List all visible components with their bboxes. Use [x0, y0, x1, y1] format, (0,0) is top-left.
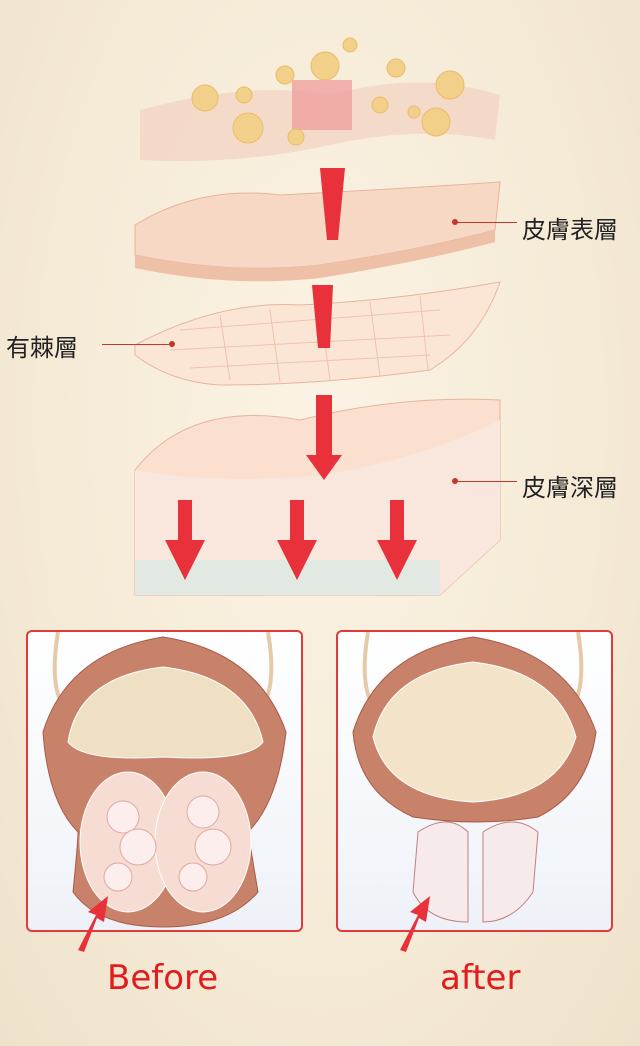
before-panel: [26, 630, 303, 932]
dermis-pointer: [455, 481, 517, 482]
nutrient-bubbles: [191, 37, 465, 146]
before-label: Before: [107, 958, 219, 998]
epidermis-pointer: [455, 222, 517, 223]
prostate-before-illustration: [42, 632, 287, 928]
penetration-arrows: [165, 168, 417, 580]
spinous-pointer: [102, 344, 172, 345]
label-epidermis: 皮膚表層: [522, 216, 618, 244]
after-panel: [336, 630, 613, 932]
skin-layers-illustration: [134, 37, 501, 596]
label-dermis: 皮膚深層: [522, 474, 618, 502]
label-spinous-layer: 有棘層: [6, 334, 78, 362]
after-label: after: [440, 958, 521, 998]
prostate-after-illustration: [352, 632, 597, 923]
